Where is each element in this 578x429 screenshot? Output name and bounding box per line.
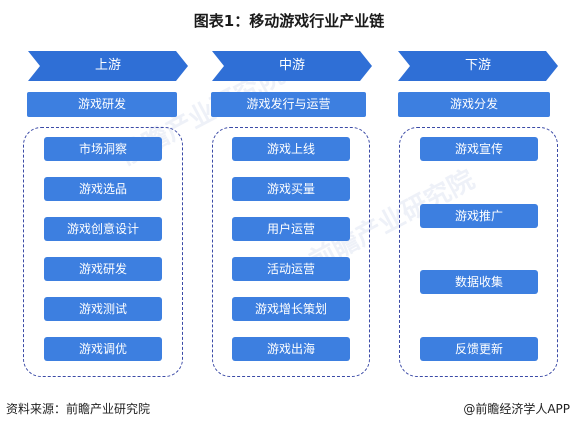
credit-note: @前瞻经济学人APP (463, 402, 570, 416)
chain-item: 游戏创意设计 (44, 217, 162, 241)
stage-label: 下游 (464, 58, 491, 73)
chain-item: 游戏推广 (420, 204, 538, 228)
chain-item: 游戏测试 (44, 297, 162, 321)
stage-arrow-upstream: 上游 (28, 51, 188, 81)
stage-arrow-midstream: 中游 (212, 51, 372, 81)
chain-item: 活动运营 (232, 257, 350, 281)
chain-item: 游戏出海 (232, 337, 350, 361)
chain-item: 游戏选品 (44, 177, 162, 201)
stage-header-midstream: 游戏发行与运营 (211, 92, 366, 117)
stage-arrow-downstream: 下游 (398, 51, 558, 81)
chevron-arrow-icon (398, 51, 558, 81)
chain-item: 反馈更新 (420, 337, 538, 361)
chevron-arrow-icon (212, 51, 372, 81)
chain-item: 游戏调优 (44, 337, 162, 361)
chain-item: 市场洞察 (44, 137, 162, 161)
stage-panel-midstream (212, 127, 370, 377)
stage-panel-downstream (399, 127, 558, 377)
page-title: 图表1：移动游戏行业产业链 (193, 12, 385, 30)
chain-item: 游戏上线 (232, 137, 350, 161)
stage-header-downstream: 游戏分发 (398, 92, 550, 117)
chain-item: 游戏宣传 (420, 137, 538, 161)
stage-label: 上游 (94, 58, 121, 73)
stage-label: 中游 (278, 58, 305, 73)
stage-header-upstream: 游戏研发 (27, 92, 177, 117)
chain-item: 游戏研发 (44, 257, 162, 281)
chain-item: 用户运营 (232, 217, 350, 241)
stage-panel-upstream (23, 127, 183, 377)
chevron-arrow-icon (28, 51, 188, 81)
chain-item: 数据收集 (420, 270, 538, 294)
chain-item: 游戏增长策划 (232, 297, 350, 321)
source-note: 资料来源：前瞻产业研究院 (6, 402, 151, 416)
chain-item: 游戏买量 (232, 177, 350, 201)
